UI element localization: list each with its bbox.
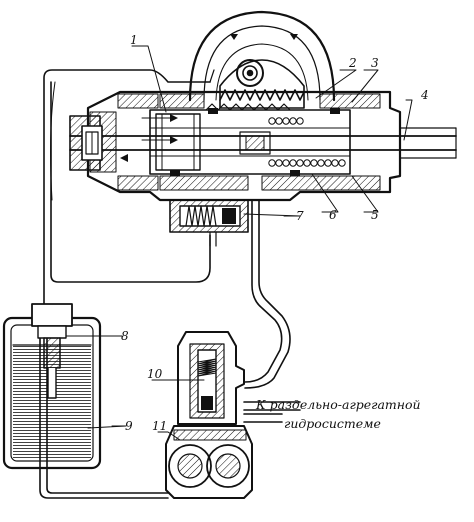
oil-lines: [39, 69, 291, 499]
pump-body: [165, 425, 253, 499]
pump-gear-left: [168, 444, 212, 488]
callout-5: 5: [371, 208, 379, 222]
end-cap: [69, 115, 103, 171]
ball-circuit: [268, 117, 346, 167]
annotation: К раздельно-агрегатной гидросистеме: [255, 397, 421, 431]
pump-gear-right: [206, 444, 250, 488]
sector-gear: [219, 59, 305, 109]
flow-valve-body: [177, 331, 245, 425]
spring-relief-valve: [169, 199, 249, 247]
oil-tank: [2, 303, 102, 470]
callout-11: 11: [152, 419, 167, 433]
callout-4: 4: [420, 88, 429, 102]
control-valve: [155, 113, 201, 171]
annotation-line-1: К раздельно-агрегатной: [255, 397, 421, 412]
steering-shaft: [69, 127, 457, 159]
callout-9: 9: [125, 419, 133, 433]
piston-rack: [149, 109, 351, 175]
callout-3: 3: [371, 56, 379, 70]
tank-filter: [31, 303, 73, 399]
annotation-line-2: гидросистеме: [284, 416, 381, 431]
leader-lines: [65, 45, 413, 441]
main-housing: [86, 90, 402, 202]
gear-housing: [188, 10, 336, 102]
callout-10: 10: [147, 367, 163, 381]
callout-1: 1: [130, 33, 138, 47]
callout-7: 7: [296, 209, 304, 223]
sector-shaft: [236, 59, 264, 87]
steering-box: [69, 10, 457, 202]
callout-6: 6: [329, 208, 337, 222]
callout-8: 8: [121, 329, 129, 343]
pump-assembly: [165, 331, 301, 499]
callout-2: 2: [348, 56, 357, 70]
callout-labels: 1 2 3 4 5 6 7 8 9 10 11: [121, 33, 429, 433]
